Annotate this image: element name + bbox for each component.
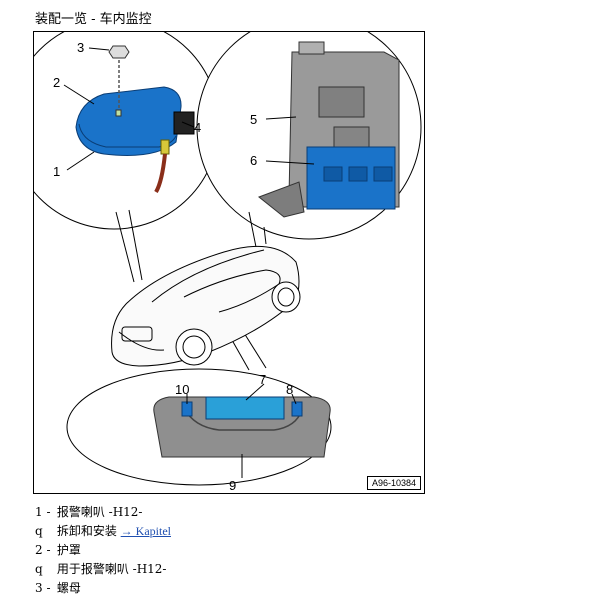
legend-text: 拆卸和安装 (56, 524, 117, 538)
interior-sensor-part (153, 396, 331, 458)
callout-4: 4 (194, 120, 201, 135)
legend-list: 1 - 报警喇叭 -H12- q 拆卸和安装 → Kapitel 2 - 护罩 … (35, 503, 171, 598)
legend-text: 用于报警喇叭 -H12- (56, 562, 167, 576)
legend-marker: 3 - (35, 581, 51, 595)
legend-item: 1 - 报警喇叭 -H12- (35, 503, 171, 522)
legend-marker: 1 - (35, 505, 51, 519)
legend-item: q 用于报警喇叭 -H12- (35, 560, 171, 579)
assembly-illustration: 3 2 4 1 5 6 7 8 9 10 (34, 32, 422, 493)
callout-7: 7 (259, 372, 266, 387)
legend-marker: q (35, 562, 43, 576)
callout-1: 1 (53, 164, 60, 179)
legend-item: q 拆卸和安装 → Kapitel (35, 522, 171, 541)
figure-id-label: A96-10384 (366, 476, 421, 490)
legend-marker: q (35, 524, 43, 538)
legend-item: 2 - 护罩 (35, 541, 171, 560)
page-title: 装配一览 - 车内监控 (35, 12, 152, 27)
callout-5: 5 (250, 112, 257, 127)
legend-text: 护罩 (56, 543, 81, 557)
callout-9: 9 (229, 478, 236, 493)
callout-10: 10 (175, 382, 189, 397)
legend-text: 报警喇叭 -H12- (56, 505, 143, 519)
legend-marker: 2 - (35, 543, 51, 557)
callout-8: 8 (286, 382, 293, 397)
callout-6: 6 (250, 153, 257, 168)
alarm-horn-part (75, 45, 195, 194)
assembly-figure: 3 2 4 1 5 6 7 8 9 10 A96-10384 (33, 31, 425, 494)
callout-2: 2 (53, 75, 60, 90)
car-outline (111, 245, 301, 367)
legend-item: 3 - 螺母 (35, 579, 171, 598)
chapter-link[interactable]: → Kapitel (120, 524, 171, 538)
legend-text: 螺母 (56, 581, 81, 595)
control-module-part (258, 41, 400, 218)
callout-3: 3 (77, 40, 84, 55)
